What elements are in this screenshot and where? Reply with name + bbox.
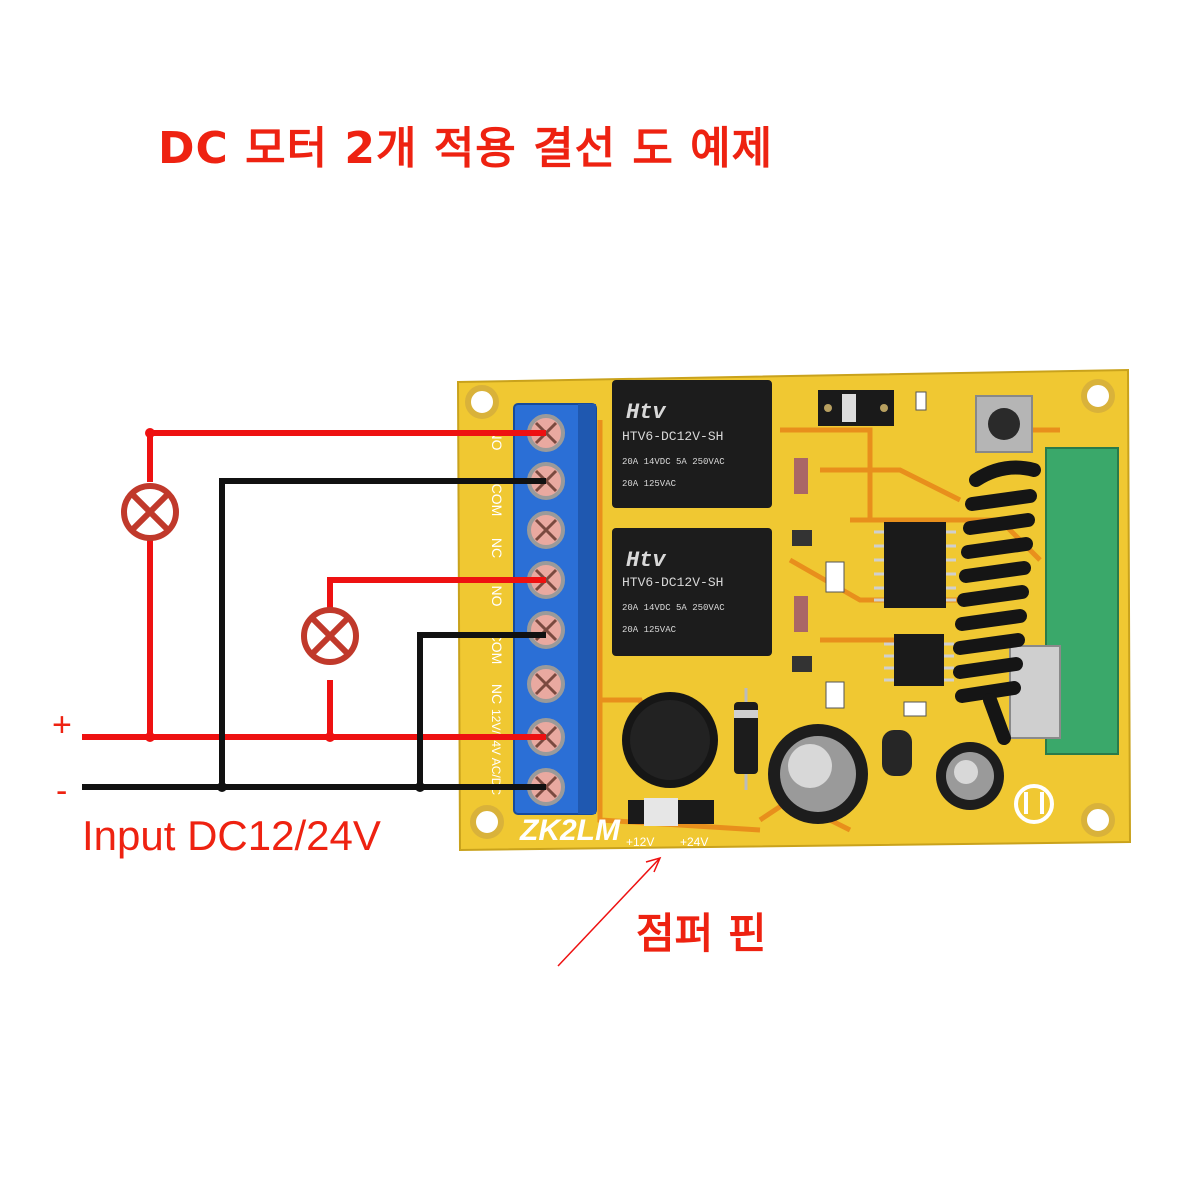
input-voltage-label: Input DC12/24V bbox=[82, 812, 381, 859]
relay-board: Htv HTV6-DC12V-SH 20A 14VDC 5A 250VAC 20… bbox=[456, 368, 1132, 852]
board-logo bbox=[1014, 784, 1054, 824]
red-wire-lamp1 bbox=[82, 530, 153, 740]
junction-dots bbox=[145, 428, 335, 742]
relay-1-model: HTV6-DC12V-SH bbox=[622, 429, 723, 444]
terminal-label: NC bbox=[489, 538, 505, 558]
terminal-label: 12V/24V AC/DC bbox=[489, 709, 503, 795]
junction-dots-black bbox=[217, 782, 425, 792]
coil-antenna bbox=[953, 460, 1041, 745]
capacitor-c1 bbox=[768, 724, 868, 824]
minus-label: - bbox=[56, 772, 68, 810]
diode bbox=[734, 688, 758, 790]
terminal-label: COM bbox=[489, 484, 505, 517]
relay-1: Htv HTV6-DC12V-SH 20A 14VDC 5A 250VAC 20… bbox=[612, 380, 772, 508]
lamp-1 bbox=[121, 483, 179, 541]
black-wire-com2 bbox=[417, 632, 546, 787]
terminal-block bbox=[513, 403, 597, 815]
terminal-label: NC bbox=[489, 684, 505, 704]
jumper-12v-label: +12V bbox=[626, 835, 654, 849]
diagram-title: DC 모터 2개 적용 결선 도 예제 bbox=[158, 123, 774, 174]
jumper-pin-label: 점퍼 핀 bbox=[636, 909, 767, 958]
board-brand: ZK2LM bbox=[519, 814, 621, 847]
buzzer bbox=[622, 692, 718, 788]
plus-label: + bbox=[52, 706, 72, 744]
capacitor-c2 bbox=[936, 742, 1004, 810]
lamp-2 bbox=[301, 607, 359, 665]
header-pins bbox=[818, 390, 894, 426]
terminal-label: COM bbox=[489, 632, 505, 665]
relay-2-rating2: 20A 125VAC bbox=[622, 625, 677, 635]
relay-2: Htv HTV6-DC12V-SH 20A 14VDC 5A 250VAC 20… bbox=[612, 528, 772, 656]
jumper-24v-label: +24V bbox=[680, 835, 708, 849]
relay-2-rating1: 20A 14VDC 5A 250VAC bbox=[622, 603, 725, 613]
push-button bbox=[975, 395, 1033, 453]
relay-1-logo: Htv bbox=[626, 400, 666, 425]
jumper-arrow bbox=[557, 856, 662, 967]
relay-2-model: HTV6-DC12V-SH bbox=[622, 575, 723, 590]
ic-u4 bbox=[884, 634, 954, 686]
relay-1-rating1: 20A 14VDC 5A 250VAC bbox=[622, 457, 725, 467]
smd-components bbox=[792, 391, 927, 717]
relay-2-logo: Htv bbox=[626, 548, 666, 573]
mounting-holes bbox=[465, 379, 1115, 839]
regulator bbox=[882, 730, 912, 776]
black-wire-com1 bbox=[219, 478, 546, 787]
jumper-pin bbox=[628, 798, 714, 826]
relay-1-rating2: 20A 125VAC bbox=[622, 479, 677, 489]
ic-u3 bbox=[874, 522, 956, 608]
terminal-label: NO bbox=[489, 586, 505, 607]
